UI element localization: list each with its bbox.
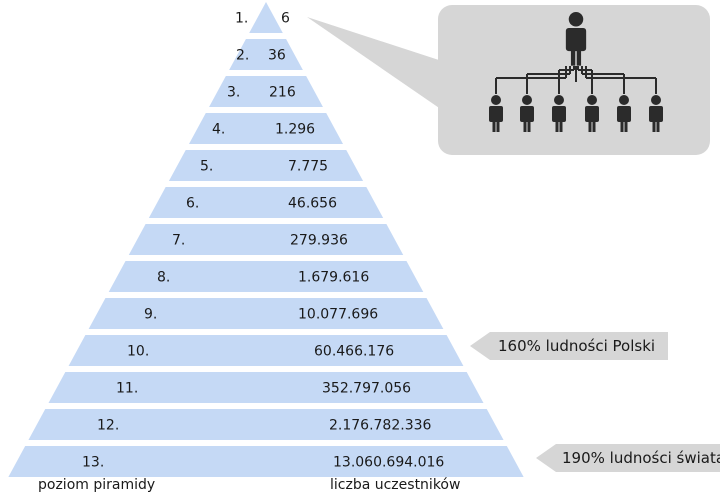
pyramid-level: 13. 13.060.694.016: [8, 446, 524, 477]
person-icon: [552, 95, 566, 132]
participant-count: 7.775: [288, 159, 328, 175]
pyramid-band: [108, 261, 424, 292]
footer-level-label: poziom piramidy: [38, 477, 156, 493]
participant-count: 6: [281, 11, 290, 27]
pyramid-level: 11. 352.797.056: [48, 372, 484, 403]
bubble-box: [438, 5, 710, 155]
org-chart-bubble: [307, 5, 710, 155]
pyramid-level: 1.6: [235, 2, 290, 33]
person-icon: [565, 12, 587, 66]
level-number: 11.: [116, 381, 138, 397]
pyramid-level: 5. 7.775: [168, 150, 364, 181]
participant-count: 216: [269, 85, 296, 101]
person-icon: [617, 95, 631, 132]
person-icon: [649, 95, 663, 132]
callout-text: 190% ludności świata: [562, 449, 720, 467]
participant-count: 279.936: [290, 233, 348, 249]
callout-text: 160% ludności Polski: [498, 337, 655, 355]
pyramid-band: [28, 409, 504, 440]
pyramid-band: [68, 335, 464, 366]
pyramid-band: [229, 39, 303, 70]
level-number: 2.: [236, 48, 249, 64]
level-number: 8.: [157, 270, 170, 286]
callout-world: 190% ludności świata: [536, 444, 720, 472]
level-number: 9.: [144, 307, 157, 323]
participant-count: 13.060.694.016: [333, 455, 444, 471]
level-number: 5.: [200, 159, 213, 175]
participant-count: 36: [268, 48, 286, 64]
pyramid-level: 12. 2.176.782.336: [28, 409, 504, 440]
pyramid-band: [8, 446, 524, 477]
participant-count: 352.797.056: [322, 381, 411, 397]
pyramid-level: 6. 46.656: [148, 187, 384, 218]
level-number: 6.: [186, 196, 199, 212]
callout-poland: 160% ludności Polski: [470, 332, 668, 360]
participant-count: 1.296: [275, 122, 315, 138]
level-number: 12.: [97, 418, 119, 434]
pyramid-band: [88, 298, 444, 329]
person-icon: [489, 95, 503, 132]
callout-arrow: [470, 332, 668, 360]
pyramid-level: 10. 60.466.176: [68, 335, 464, 366]
pyramid-band: [48, 372, 484, 403]
pyramid-level: 7. 279.936: [128, 224, 404, 255]
level-number: 3.: [227, 85, 240, 101]
pyramid-level: 4. 1.296: [188, 113, 344, 144]
participant-count: 10.077.696: [298, 307, 378, 323]
pyramid-levels: 1.62.363.2164.1.2965.7.7756.46.6567.279.…: [8, 2, 524, 477]
pyramid-band: [209, 76, 323, 107]
pyramid-level: 2.36: [229, 39, 303, 70]
level-number: 10.: [127, 344, 149, 360]
pyramid-level: 9. 10.077.696: [88, 298, 444, 329]
participant-count: 1.679.616: [298, 270, 369, 286]
level-number: 7.: [172, 233, 185, 249]
bubble-pointer: [307, 17, 445, 112]
person-icon: [520, 95, 534, 132]
participant-count: 60.466.176: [314, 344, 394, 360]
participant-count: 46.656: [288, 196, 337, 212]
pyramid-level: 3. 216: [209, 76, 323, 107]
pyramid-band: [188, 113, 344, 144]
org-chart: [489, 12, 663, 132]
level-number: 4.: [212, 122, 225, 138]
callout-arrow: [536, 444, 720, 472]
pyramid-band: [249, 2, 283, 33]
level-number: 13.: [82, 455, 104, 471]
footer-count-label: liczba uczestników: [330, 477, 461, 493]
pyramid-band: [148, 187, 384, 218]
pyramid-band: [128, 224, 404, 255]
person-icon: [585, 95, 599, 132]
pyramid-level: 8. 1.679.616: [108, 261, 424, 292]
pyramid-band: [168, 150, 364, 181]
participant-count: 2.176.782.336: [329, 418, 432, 434]
level-number: 1.: [235, 11, 248, 27]
